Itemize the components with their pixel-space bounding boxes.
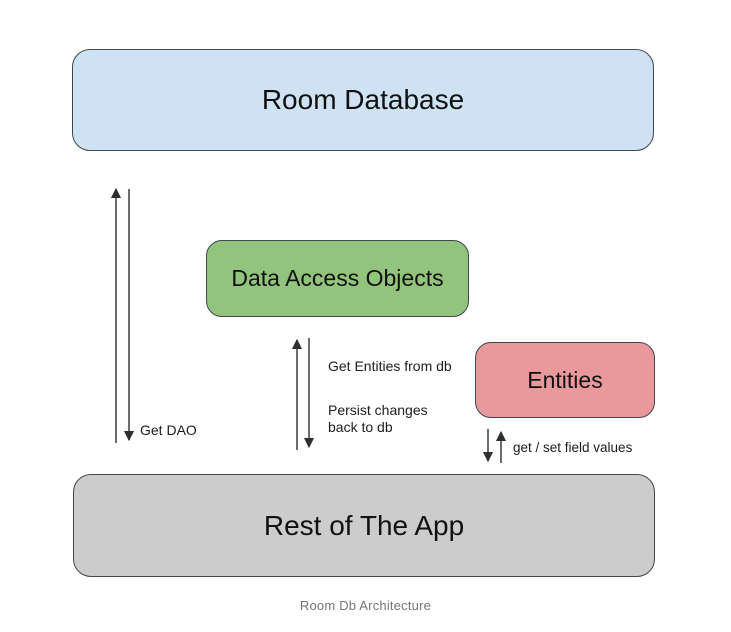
persist-changes-label: Persist changes back to db (328, 402, 432, 435)
diagram-caption: Room Db Architecture (299, 598, 432, 613)
entities-box: Entities (475, 342, 655, 418)
rest-of-the-app-box: Rest of The App (73, 474, 655, 577)
room-database-box: Room Database (72, 49, 654, 151)
get-entities-from-db-label: Get Entities from db (328, 358, 452, 374)
get-set-field-values-label: get / set field values (513, 440, 633, 455)
data-access-objects-box: Data Access Objects (206, 240, 469, 317)
data-access-objects-label: Data Access Objects (231, 265, 444, 291)
room-database-label: Room Database (261, 84, 465, 115)
rest-of-the-app-label: Rest of The App (263, 509, 465, 541)
entities-label: Entities (527, 366, 603, 393)
get-dao-label: Get DAO (140, 422, 197, 438)
